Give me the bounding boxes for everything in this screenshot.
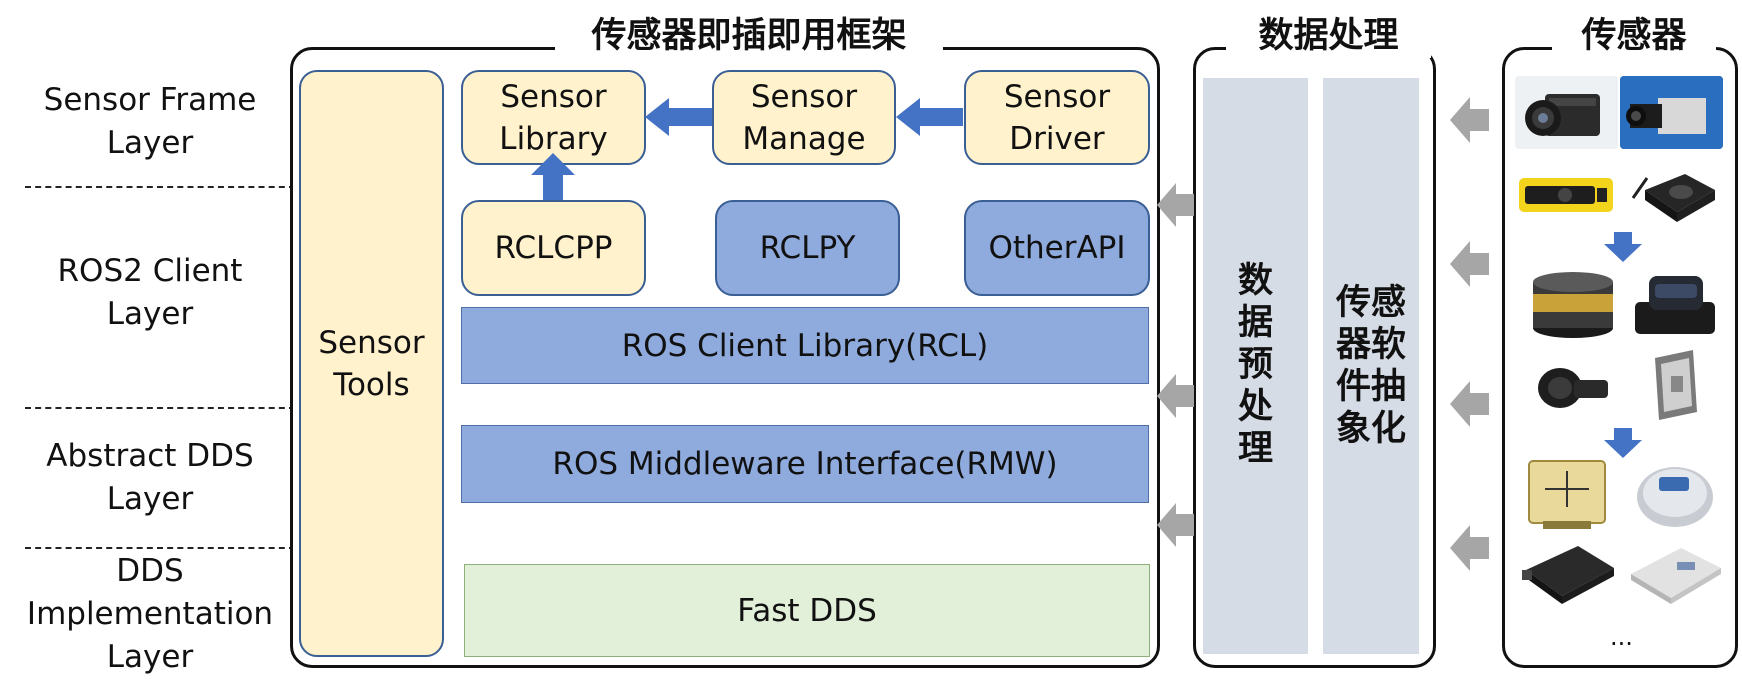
- arrow-left-gray-icon: [1157, 503, 1194, 547]
- lidar-module-photo: [1625, 160, 1725, 228]
- layer-separator-left: [25, 407, 295, 409]
- imu-photo: [1515, 455, 1618, 533]
- arrow-left-gray-icon: [1450, 525, 1489, 571]
- depth-sensor-photo: [1515, 160, 1618, 222]
- rmw-bar: ROS Middleware Interface(RMW): [461, 425, 1149, 503]
- camera-photo: [1620, 76, 1723, 149]
- layer-separator-left: [25, 186, 295, 188]
- arrow-down-icon: [1604, 232, 1642, 262]
- abstraction-block: [1323, 78, 1419, 654]
- preprocess-label: 数 据 预 处 理: [1237, 261, 1273, 469]
- arrow-up-icon: [531, 153, 575, 203]
- arrow-left-icon: [896, 98, 963, 136]
- layer-label-abstract-dds: Abstract DDS Layer: [46, 438, 254, 517]
- arrow-left-gray-icon: [1450, 381, 1489, 427]
- arrow-left-gray-icon: [1157, 374, 1194, 418]
- radar-sensor-photo: [1645, 346, 1705, 424]
- proximity-sensor-photo: [1530, 350, 1620, 420]
- imu-module-photo: [1625, 540, 1725, 608]
- layer-label-sensor-frame: Sensor Frame Layer: [43, 82, 257, 161]
- layer-label-ros2-client: ROS2 Client Layer: [57, 253, 243, 332]
- preprocess-block: [1203, 78, 1308, 654]
- layer-separator-left: [25, 547, 295, 549]
- framework-title: 传感器即插即用框架: [555, 14, 943, 58]
- sensor-manage-box: Sensor Manage: [712, 70, 896, 165]
- camera-photo: [1515, 76, 1618, 149]
- sensors-title: 传感器: [1552, 14, 1716, 58]
- arrow-down-icon: [1604, 428, 1642, 458]
- fast-dds-bar: Fast DDS: [464, 564, 1150, 657]
- sensor-tools-box: Sensor Tools: [299, 70, 444, 657]
- arrow-left-gray-icon: [1450, 97, 1489, 143]
- imu-module-photo: [1520, 540, 1620, 608]
- more-sensors-ellipsis: ...: [1610, 623, 1633, 651]
- otherapi-box: OtherAPI: [964, 200, 1150, 296]
- lidar-photo: [1525, 262, 1620, 340]
- rclcpp-box: RCLCPP: [461, 200, 646, 296]
- rcl-bar: ROS Client Library(RCL): [461, 307, 1149, 384]
- layer-label-dds-implementation: DDS Implementation Layer: [26, 553, 274, 675]
- lidar-photo: [1625, 262, 1725, 340]
- arrow-left-gray-icon: [1450, 241, 1489, 287]
- imu-photo: [1625, 455, 1725, 533]
- arrow-left-gray-icon: [1157, 183, 1194, 227]
- processing-title: 数据处理: [1226, 14, 1431, 58]
- arrow-left-icon: [645, 98, 712, 136]
- abstraction-label: 传感 器软 件抽 象化: [1335, 283, 1406, 449]
- rclpy-box: RCLPY: [715, 200, 900, 296]
- sensor-driver-box: Sensor Driver: [964, 70, 1150, 165]
- sensor-library-box: Sensor Library: [461, 70, 646, 165]
